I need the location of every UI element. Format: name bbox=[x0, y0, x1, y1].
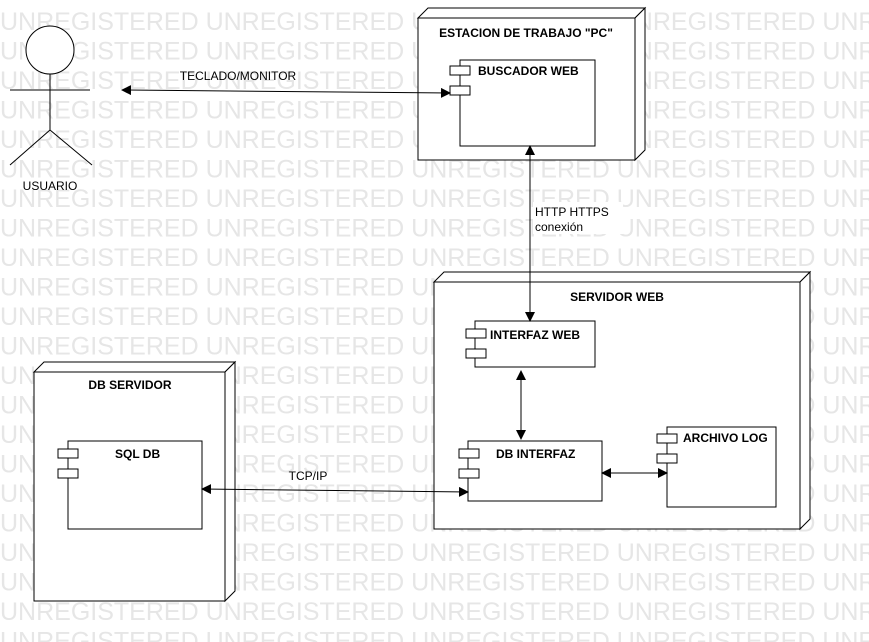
connection-user-browser[interactable]: TECLADO/MONITOR bbox=[121, 69, 451, 98]
component-db-interface[interactable]: DB INTERFAZ bbox=[458, 440, 603, 502]
watermark-row: UNREGISTERED UNREGISTERED UNREGISTERED U… bbox=[0, 244, 869, 272]
watermark-row: UNREGISTERED UNREGISTERED UNREGISTERED U… bbox=[0, 215, 869, 243]
connection-browser-webinterface-label-1: HTTP HTTPS bbox=[535, 205, 609, 219]
component-icon bbox=[57, 448, 79, 459]
watermark-row: UNREGISTERED UNREGISTERED UNREGISTERED U… bbox=[0, 185, 869, 213]
component-sql-db[interactable]: SQL DB bbox=[57, 440, 203, 530]
node-db-server[interactable]: DB SERVIDOR SQL DB bbox=[32, 360, 237, 603]
user-actor-label: USUARIO bbox=[23, 179, 78, 193]
connection-label-bg bbox=[533, 202, 623, 234]
component-browser[interactable]: BUSCADOR WEB bbox=[449, 59, 596, 147]
component-db-interface-label: DB INTERFAZ bbox=[496, 447, 575, 461]
component-log-file-label: ARCHIVO LOG bbox=[683, 431, 768, 445]
component-icon bbox=[458, 468, 480, 479]
component-icon bbox=[656, 453, 678, 464]
component-web-interface-label: INTERFAZ WEB bbox=[490, 328, 580, 342]
component-icon bbox=[57, 468, 79, 479]
node-web-server-title: SERVIDOR WEB bbox=[570, 290, 664, 304]
connection-sql-dbinterface-label: TCP/IP bbox=[289, 469, 328, 483]
component-icon bbox=[458, 448, 480, 459]
component-icon bbox=[656, 433, 678, 444]
connection-sql-dbinterface[interactable]: TCP/IP bbox=[201, 469, 469, 497]
connection-browser-webinterface[interactable]: HTTP HTTPS conexión bbox=[525, 145, 623, 322]
node-workstation-title: ESTACION DE TRABAJO "PC" bbox=[439, 26, 613, 40]
node-db-server-title: DB SERVIDOR bbox=[88, 378, 171, 392]
watermark-row: UNREGISTERED UNREGISTERED UNREGISTERED U… bbox=[0, 598, 869, 626]
component-icon bbox=[465, 348, 487, 359]
component-web-interface[interactable]: INTERFAZ WEB bbox=[465, 320, 596, 368]
component-log-file[interactable]: ARCHIVO LOG bbox=[656, 426, 777, 508]
component-icon bbox=[449, 85, 471, 96]
user-actor[interactable]: USUARIO bbox=[9, 25, 93, 193]
component-sql-db-label: SQL DB bbox=[115, 447, 160, 461]
connection-browser-webinterface-label-2: conexión bbox=[535, 220, 583, 234]
node-workstation[interactable]: ESTACION DE TRABAJO "PC" BUSCADOR WEB bbox=[416, 6, 647, 162]
watermark-row: UNREGISTERED UNREGISTERED UNREGISTERED U… bbox=[0, 628, 869, 642]
component-icon bbox=[449, 65, 471, 76]
connection-user-browser-label: TECLADO/MONITOR bbox=[180, 69, 297, 83]
component-browser-label: BUSCADOR WEB bbox=[478, 64, 579, 78]
component-icon bbox=[465, 328, 487, 339]
node-web-server[interactable]: SERVIDOR WEB INTERFAZ WEB DB INTERFAZ AR… bbox=[432, 270, 812, 531]
